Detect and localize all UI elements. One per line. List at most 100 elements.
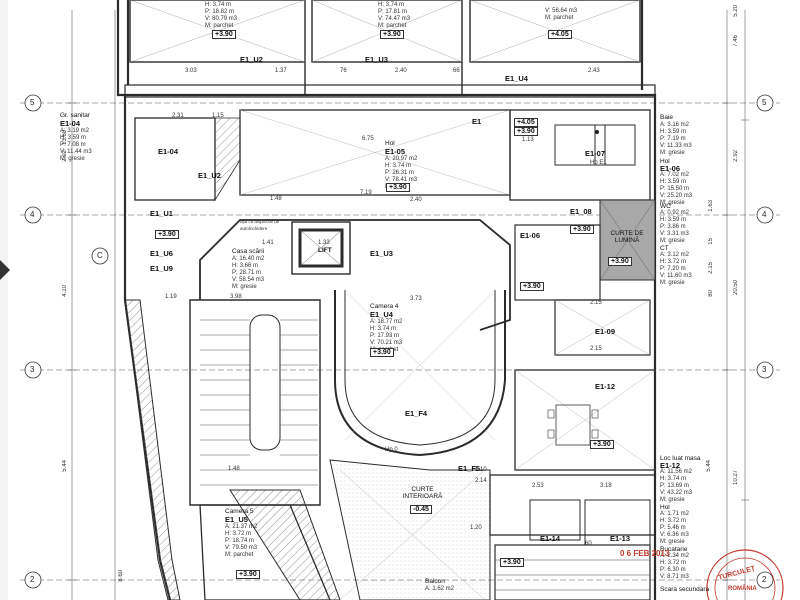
axis-label-3-left: 3 xyxy=(30,365,35,374)
dim-v-8-60: 8.60 xyxy=(118,570,124,582)
room-name-casa-scarii: Casa scării xyxy=(232,248,265,255)
elevation-top-left: +3.90 xyxy=(212,30,236,39)
room-name-hol-lower: Hol xyxy=(660,504,670,511)
dim-v-5-44: 5.44 xyxy=(62,460,68,472)
room-code-e1-06: E1-06 xyxy=(520,231,541,240)
dim-76: 76 xyxy=(340,68,347,74)
axis-label-c: C xyxy=(97,251,103,260)
room-code-e1-u6: E1_U6 xyxy=(150,249,173,258)
elevation-hol: +3.90 xyxy=(386,183,410,192)
dim-1-33: 1.33 xyxy=(318,240,330,246)
dim-2-15-b: 2.15 xyxy=(590,300,602,306)
elevation-e1-right2: +3.90 xyxy=(514,127,538,136)
dim-2-31: 2.31 xyxy=(172,113,184,119)
axis-label-4-left: 4 xyxy=(30,210,35,219)
room-code-e1-06-legend: E1-06 xyxy=(660,164,681,173)
dim-1-48-b: 1.48 xyxy=(228,466,240,472)
room-name-bucatarie: Bucatarie xyxy=(660,546,688,553)
room-name-balcon: Balcon xyxy=(425,578,445,585)
dim-3-18: 3.18 xyxy=(600,483,612,489)
dim-1-13: 1.13 xyxy=(522,137,534,143)
room-code-e1-13: E1-13 xyxy=(610,534,631,543)
dim-2-15: 2.15 xyxy=(590,346,602,352)
dim-1-48: 1.48 xyxy=(270,196,282,202)
room-name-camera4: Camera 4 xyxy=(370,303,399,310)
room-code-e1-14: E1-14 xyxy=(540,534,561,543)
elevation-right-lower: +3.90 xyxy=(590,440,614,449)
dim-v-1-63: 1.63 xyxy=(708,200,714,212)
elevation-top-mid: +3.90 xyxy=(380,30,404,39)
dim-2-14: 2.14 xyxy=(475,478,487,484)
room-code-e1-04: E1-04 xyxy=(60,119,81,128)
room-code-e1-u2-top: E1_U2 xyxy=(240,55,263,64)
room-code-e1-07: E1-07 xyxy=(585,149,606,158)
room-name-camera5: Camera 5 xyxy=(225,508,254,515)
dim-v-5-44-r: 5.44 xyxy=(706,460,712,472)
elevation-top-right: +4.05 xyxy=(548,30,572,39)
elevation-camera4: +3.90 xyxy=(370,348,394,357)
axis-label-4-right: 4 xyxy=(762,210,767,219)
room-code-e1-08: E1_08 xyxy=(570,207,592,216)
dim-v-10-27: 10.27 xyxy=(733,470,739,486)
axis-label-3-right: 3 xyxy=(762,365,767,374)
room-name-curte-de-lumina: CURTE DE LUMINĂ xyxy=(610,230,644,244)
elevation-curte-lumina: +3.90 xyxy=(608,257,632,266)
dim-1-41: 1.41 xyxy=(262,240,274,246)
dim-2-43: 2.43 xyxy=(588,68,600,74)
room-code-e1-u2-mid: E1_U2 xyxy=(198,171,221,180)
elevation-right-mid: +3.90 xyxy=(520,282,544,291)
room-code-e1-u1: E1_U1 xyxy=(150,209,173,218)
dim-6-75: 6.75 xyxy=(362,136,374,142)
date-stamp: 0 6 FEB 2013 xyxy=(620,549,670,558)
dim-v-2-92-r: 2.92 xyxy=(733,150,739,162)
room-name-scara-secundara: Scara secundara xyxy=(660,586,710,593)
room-code-e1-u3-mid: E1_U3 xyxy=(370,249,393,258)
axis-label-5-left: 5 xyxy=(30,98,35,107)
dim-60: 60 xyxy=(585,541,592,547)
elevation-stair: +3.90 xyxy=(155,230,179,239)
room-code-e1-12: E1-12 xyxy=(595,382,616,391)
dim-v-4-10: 4.10 xyxy=(62,285,68,297)
room-name-gr-sanitar: Gr. sanitar xyxy=(60,112,90,119)
axis-label-5-right: 5 xyxy=(762,98,767,107)
dim-1-37: 1.37 xyxy=(275,68,287,74)
dim-3-03: 3.03 xyxy=(185,68,197,74)
room-code-e1-u4-top: E1_U4 xyxy=(505,74,528,83)
elevation-curte-interioara: -0.45 xyxy=(410,505,432,514)
axis-label-2-right: 2 xyxy=(762,575,767,584)
dim-v-5-20: 5.20 xyxy=(733,5,739,17)
elevation-right-bottom: +3.90 xyxy=(500,558,524,567)
room-name-lift: LIFT xyxy=(318,247,332,254)
dim-7-19: 7.19 xyxy=(360,190,372,196)
elevation-e1-right: +4.05 xyxy=(514,118,538,127)
room-code-e1-u3-top: E1_U3 xyxy=(365,55,388,64)
axis-label-2-left: 2 xyxy=(30,575,35,584)
room-code-e1-05: E1-05 xyxy=(385,147,406,156)
dim-v-15: 15 xyxy=(708,238,714,245)
room-code-e1-09: E1-09 xyxy=(595,327,616,336)
room-code-e1-12-legend: E1-12 xyxy=(660,461,681,470)
dim-v-2-15-r: 2.15 xyxy=(708,262,714,274)
dim-2-40-b: 2.40 xyxy=(410,197,422,203)
room-code-e1: E1 xyxy=(472,117,482,126)
seal-stamp-country: ROMÂNIA xyxy=(728,586,757,592)
hp-label-e1: Hp E1 xyxy=(590,160,607,166)
room-stats-balcon: A: 1.62 m2 xyxy=(425,586,455,592)
dim-3-73: 3.73 xyxy=(410,296,422,302)
dim-3-98: 3.98 xyxy=(230,294,242,300)
dim-1-20: 1.20 xyxy=(470,525,482,531)
hp-label: Hp 0 xyxy=(385,447,398,453)
dim-v-20-50: 20.50 xyxy=(733,280,739,296)
